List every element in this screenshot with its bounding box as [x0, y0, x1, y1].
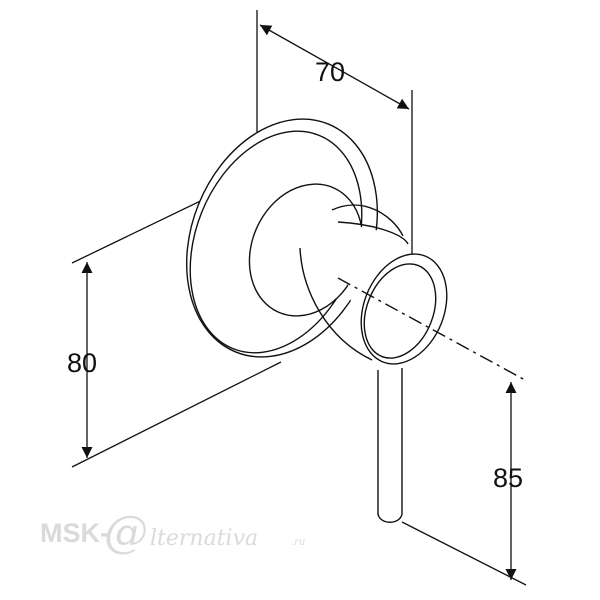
handle-end-face-inner — [363, 263, 437, 359]
dimension-label-rosette-height: 80 — [67, 348, 97, 378]
housing-top-edge — [331, 204, 404, 237]
extension-line-lever-tip — [401, 521, 527, 586]
centre-axis — [337, 277, 526, 381]
lever-pin-tip — [377, 513, 403, 523]
lever-pin — [377, 368, 403, 523]
extension-line-bottom — [71, 361, 282, 468]
dimension-label-depth: 70 — [315, 57, 345, 87]
watermark-at-symbol: @ — [104, 507, 148, 558]
watermark: MSK- @ lternativa .ru — [40, 507, 305, 558]
watermark-prefix: MSK- — [40, 518, 109, 548]
watermark-suffix: lternativa — [150, 526, 258, 551]
lever-handle — [299, 221, 448, 365]
watermark-domain: .ru — [291, 537, 305, 548]
lever-pin-fill — [378, 368, 402, 514]
handle-left-edge — [299, 247, 373, 361]
dimension-label-lever-height: 85 — [493, 463, 523, 493]
handle-top-edge — [337, 221, 409, 245]
dimension-lever-height — [401, 382, 527, 586]
mixer-valve — [185, 118, 526, 523]
dimension-line-depth — [259, 24, 410, 110]
